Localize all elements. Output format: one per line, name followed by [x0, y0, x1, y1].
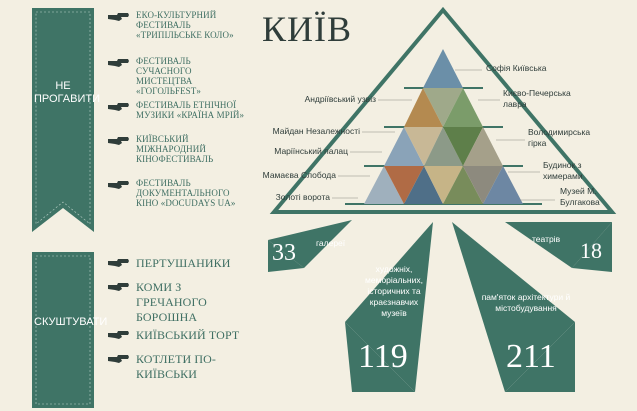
landmark-label: Золоті ворота	[275, 192, 330, 202]
theatres-box	[572, 222, 612, 272]
landmark-label: Музей М. Булгакова	[560, 186, 600, 207]
pointing-hand-icon	[108, 59, 129, 67]
pointing-hand-icon	[108, 137, 129, 145]
pointing-hand-icon	[108, 181, 129, 189]
landmark-label: Андріївський узвіз	[304, 94, 376, 104]
banner-2	[32, 252, 94, 408]
pointing-hand-icon	[108, 355, 129, 363]
banner-2-label: СКУШТУВАТИ	[34, 316, 108, 328]
monuments-label: пам'яток архітектури й містобудування	[481, 292, 571, 313]
theatres-count: 18	[580, 238, 602, 263]
landmark-label: Маріїнський палац	[274, 146, 348, 156]
event-item: ФЕСТИВАЛЬ ЕТНІЧНОЇ МУЗИКИ «КРАЇНА МРІЙ»	[108, 100, 246, 120]
food-item: КОМИ З ГРЕЧАНОГО БОРОШНА	[108, 280, 236, 325]
pointing-hand-icon	[108, 283, 129, 291]
monuments-count: 211	[506, 338, 556, 375]
event-item: ФЕСТИВАЛЬ СУЧАСНОГО МИСТЕЦТВА «ГОГОЛЬFES…	[108, 56, 246, 96]
photo-tiles	[364, 49, 523, 204]
pointing-hand-icon	[108, 13, 129, 21]
theatres-label: театрів	[532, 234, 561, 244]
leader-lines	[332, 69, 555, 201]
galleries-big	[268, 240, 304, 272]
monuments-shape	[452, 222, 575, 392]
banner-1-label: НЕ ПРОГАВИТИ	[34, 80, 100, 105]
museums-tip	[345, 322, 415, 392]
banner-1-stitch	[35, 11, 91, 225]
event-item: КИЇВСЬКИЙ МІЖНАРОДНИЙ КІНОФЕСТИВАЛЬ	[108, 134, 236, 164]
landmark-label: Будинок з химерами	[543, 160, 583, 181]
event-item: ФЕСТИВАЛЬ ДОКУМЕНТАЛЬНОГО КІНО «DOCUDAYS…	[108, 178, 246, 208]
page-title: КИЇВ	[262, 9, 353, 49]
pointing-hand-icon	[108, 103, 129, 111]
banner-1	[32, 8, 94, 232]
food-item: КИЇВСЬКИЙ ТОРТ	[108, 328, 256, 343]
landmark-label: Володимирська гірка	[528, 127, 591, 148]
galleries-count: 33	[272, 240, 296, 266]
monuments-tip	[505, 322, 575, 392]
pointing-hand-icon	[108, 331, 129, 339]
museums-shape	[345, 222, 433, 392]
galleries-shape	[268, 220, 352, 268]
landmark-label: Мамаєва Слобода	[262, 170, 336, 180]
theatres-shape	[505, 222, 612, 268]
galleries-label: галереї	[316, 238, 346, 248]
event-item: ЕКО-КУЛЬТУРНИЙ ФЕСТИВАЛЬ «ТРИПІЛЬСЬКЕ КО…	[108, 10, 246, 40]
food-item: КОТЛЕТИ ПО-КИЇВСЬКИ	[108, 352, 236, 382]
pointing-hand-icon	[108, 259, 129, 267]
banner-2-stitch	[35, 255, 91, 405]
landmark-label: Софія Київська	[486, 63, 547, 73]
pyramid-outline	[269, 6, 617, 214]
landmark-label: Києво-Печерська лавра	[503, 88, 571, 109]
food-item: ПЕРТУШАНИКИ	[108, 256, 256, 271]
landmark-label: Майдан Незалежності	[272, 126, 360, 136]
museums-label: художніх, меморіальних, історичних та кр…	[365, 264, 423, 318]
museums-count: 119	[358, 338, 408, 375]
